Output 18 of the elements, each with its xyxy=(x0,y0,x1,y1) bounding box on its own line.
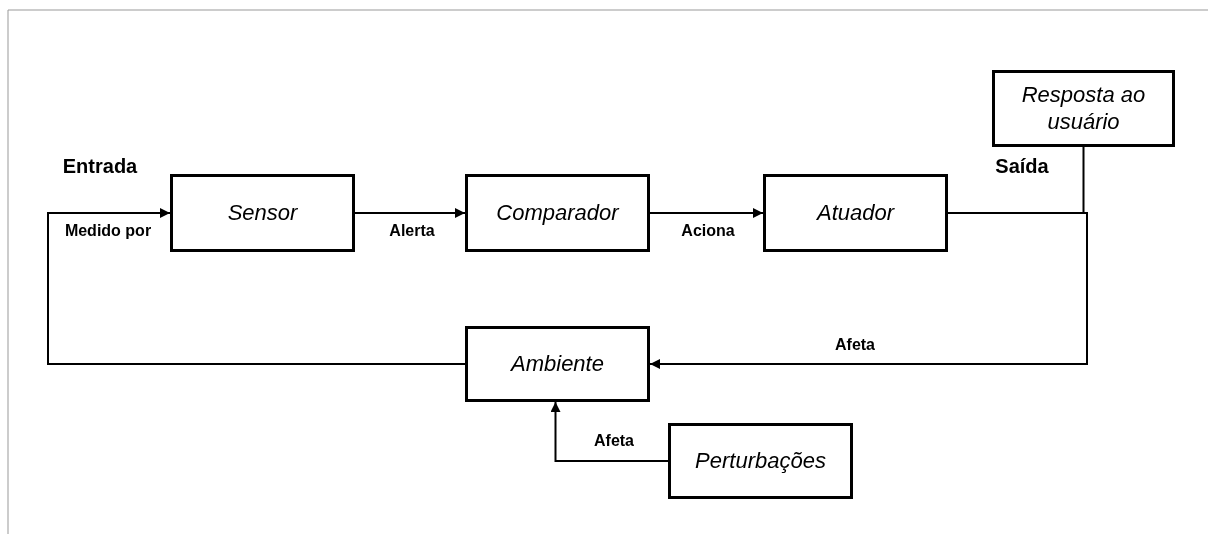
process-box xyxy=(763,174,948,252)
edge-label: Medido por xyxy=(64,222,152,240)
node-label: Resposta ao usuário xyxy=(1020,82,1147,135)
process-box xyxy=(992,70,1175,147)
arrow xyxy=(47,208,466,365)
node-label: Ambiente xyxy=(511,350,604,378)
node-label: Sensor xyxy=(227,199,298,227)
node-label: Atuador xyxy=(816,199,895,227)
process-box xyxy=(170,174,355,252)
arrow xyxy=(354,208,466,218)
process-box xyxy=(465,174,650,252)
node-label: Comparador xyxy=(496,199,619,227)
node-label: Perturbações xyxy=(695,447,826,475)
process-box xyxy=(465,326,650,402)
arrow xyxy=(649,208,764,218)
arrow xyxy=(550,401,669,462)
arrow xyxy=(649,212,1088,369)
process-box xyxy=(668,423,853,499)
